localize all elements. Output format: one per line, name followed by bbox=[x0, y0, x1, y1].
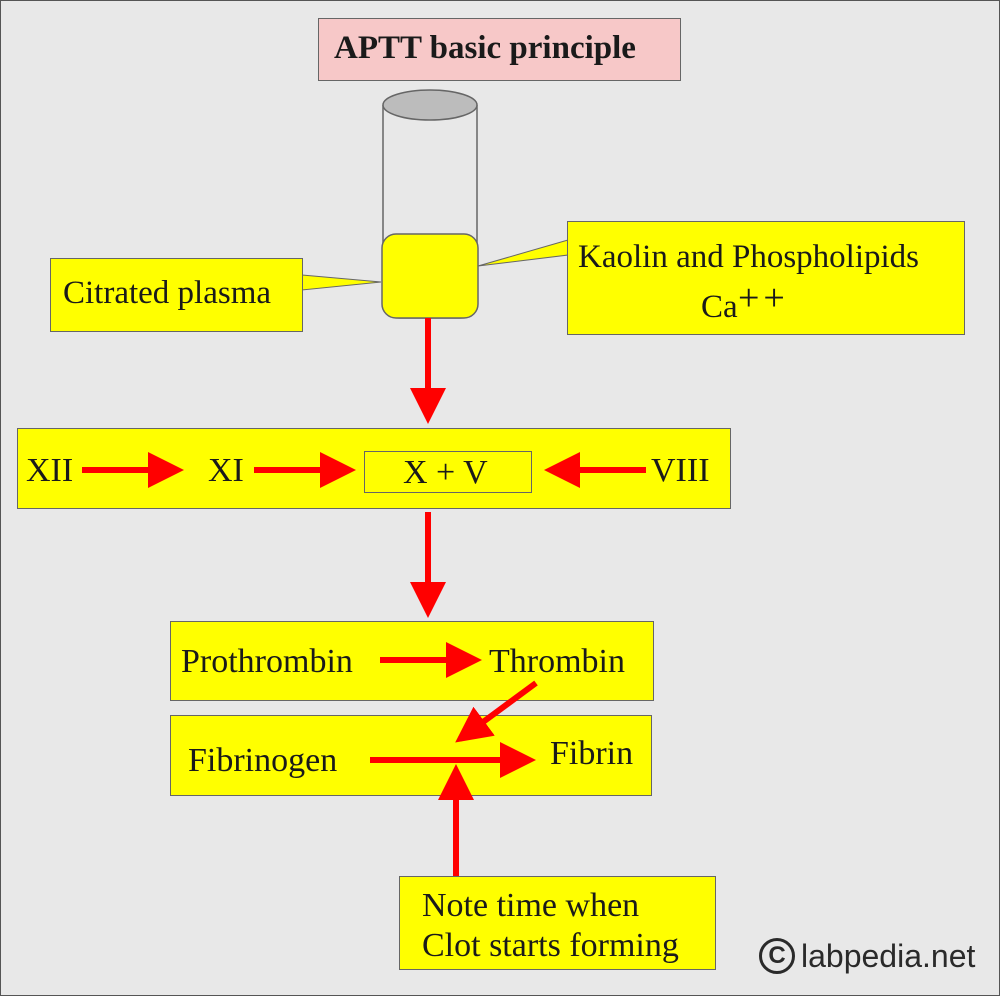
page-title: APTT basic principle bbox=[334, 30, 636, 66]
fibrinogen-box: Fibrinogen Fibrin bbox=[170, 715, 652, 796]
arrow-thrombin-to-reaction bbox=[455, 680, 538, 743]
reagents-callout: Kaolin and Phospholipids Ca ++ bbox=[567, 221, 965, 335]
factor-x-v-box: X + V bbox=[364, 451, 532, 493]
reagents-label: Kaolin and Phospholipids bbox=[578, 239, 920, 275]
prothrombin-label: Prothrombin bbox=[181, 643, 353, 680]
factor-viii-label: VIII bbox=[651, 452, 710, 489]
calcium-label: Ca bbox=[701, 289, 738, 325]
note-line-2: Clot starts forming bbox=[422, 927, 679, 964]
thrombin-label: Thrombin bbox=[489, 643, 625, 680]
factor-xii-label: XII bbox=[26, 452, 74, 489]
credit-text: labpedia.net bbox=[801, 938, 976, 974]
note-box: Note time when Clot starts forming bbox=[399, 876, 716, 970]
factor-xi-label: XI bbox=[208, 452, 244, 489]
factor-x-v-label: X + V bbox=[403, 454, 488, 491]
title-box: APTT basic principle bbox=[318, 18, 681, 81]
copyright-icon: C bbox=[759, 937, 795, 974]
fibrin-label: Fibrin bbox=[550, 735, 634, 772]
fibrinogen-label: Fibrinogen bbox=[188, 742, 338, 779]
citrated-plasma-label: Citrated plasma bbox=[63, 275, 272, 311]
calcium-charge: ++ bbox=[738, 277, 789, 319]
note-line-1: Note time when bbox=[422, 887, 640, 924]
citrated-plasma-callout: Citrated plasma bbox=[50, 258, 303, 332]
